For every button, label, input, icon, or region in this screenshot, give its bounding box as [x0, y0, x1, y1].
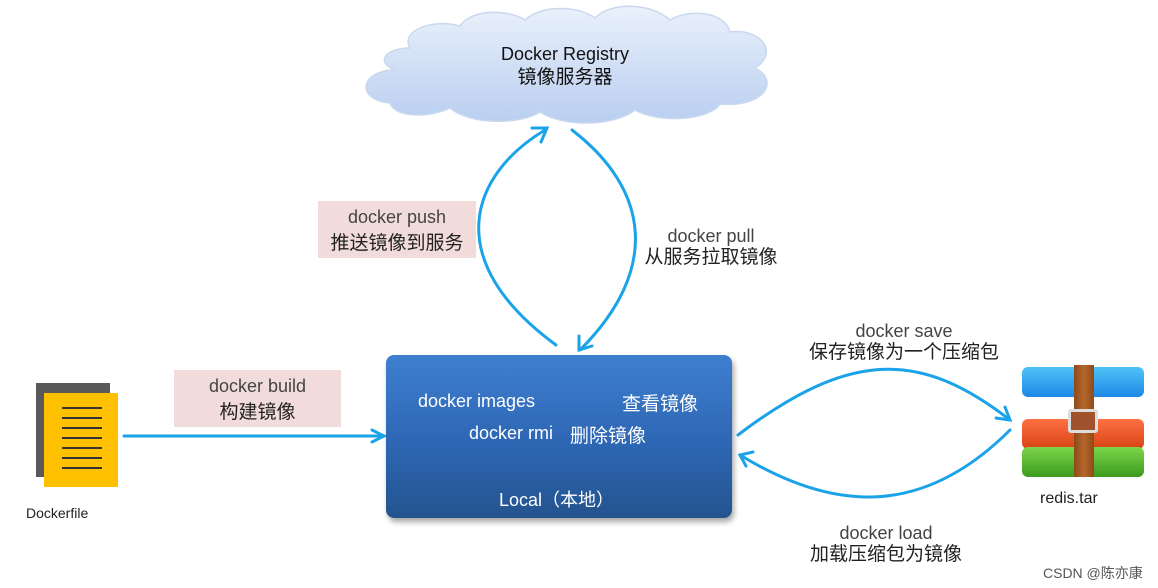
- registry-title: Docker Registry: [500, 44, 630, 64]
- save-description: 保存镜像为一个压缩包: [808, 342, 999, 363]
- archive-label: redis.tar: [1040, 490, 1098, 507]
- registry-subtitle: 镜像服务器: [517, 67, 613, 88]
- rmi-description: 删除镜像: [570, 426, 647, 447]
- build-description: 构建镜像: [219, 402, 296, 423]
- local-title: Local（本地）: [499, 490, 615, 510]
- load-arrow: [738, 428, 1012, 499]
- dockerfile-label: Dockerfile: [26, 505, 89, 521]
- registry-cloud: [365, 5, 768, 124]
- archive-icon: [1022, 365, 1144, 477]
- load-label: docker load 加载压缩包为镜像: [800, 522, 972, 566]
- rmi-command: docker rmi: [469, 423, 554, 443]
- pull-description: 从服务拉取镜像: [644, 247, 778, 268]
- local-box: docker images 查看镜像 docker rmi 删除镜像 Local…: [386, 355, 732, 518]
- images-description: 查看镜像: [622, 394, 699, 415]
- registry-label: Docker Registry 镜像服务器: [440, 42, 690, 90]
- push-label: docker push 推送镜像到服务: [318, 201, 476, 258]
- save-arrowhead: [994, 405, 1013, 422]
- load-command: docker load: [839, 523, 933, 543]
- push-command: docker push: [347, 207, 447, 227]
- load-arrowhead: [737, 450, 755, 468]
- pull-arrow: [570, 128, 637, 352]
- build-arrowhead: [370, 428, 388, 444]
- save-command: docker save: [855, 321, 953, 341]
- load-description: 加载压缩包为镜像: [809, 544, 962, 565]
- push-description: 推送镜像到服务: [330, 233, 464, 254]
- build-command: docker build: [208, 376, 307, 396]
- pull-label: docker pull 从服务拉取镜像: [640, 225, 782, 269]
- push-arrow: [477, 128, 558, 347]
- push-arrowhead: [530, 126, 550, 144]
- save-label: docker save 保存镜像为一个压缩包: [800, 320, 1008, 364]
- watermark: CSDN @陈亦康: [1043, 565, 1143, 581]
- build-label: docker build 构建镜像: [174, 370, 341, 427]
- save-arrow: [736, 367, 1012, 437]
- pull-arrowhead: [577, 334, 594, 353]
- images-command: docker images: [418, 391, 536, 411]
- pull-command: docker pull: [667, 226, 755, 246]
